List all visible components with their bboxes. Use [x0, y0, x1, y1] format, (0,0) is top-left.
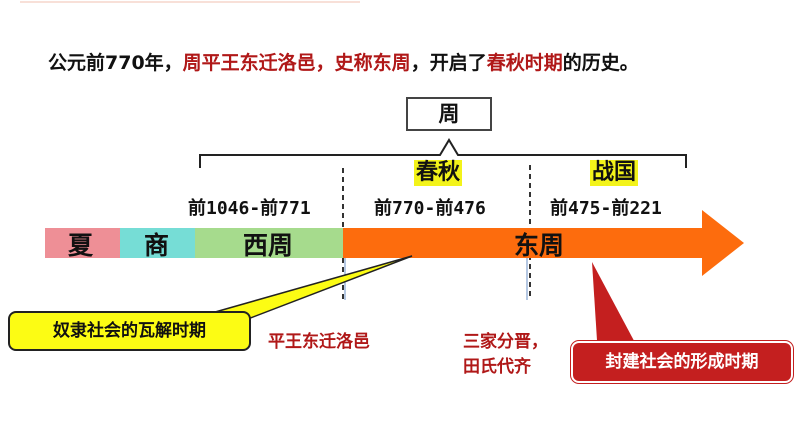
date-xizhou: 前1046-前771	[188, 198, 311, 219]
segment-shang-bar	[120, 228, 195, 258]
headline-part-4: 春秋时期	[486, 52, 563, 74]
date-zhanguo: 前475-前221	[550, 198, 662, 219]
caption-pingwang: 平王东迁洛邑	[268, 332, 370, 352]
segment-xizhou-label: 西周	[243, 231, 294, 260]
date-chunqiu: 前770-前476	[374, 198, 486, 219]
callout-feudal-society: 封建社会的形成时期	[571, 341, 793, 383]
segment-shang-label: 商	[144, 231, 170, 260]
segment-xia-label: 夏	[68, 231, 94, 260]
headline-part-2: 周平王东迁洛邑，史称东周	[182, 52, 411, 74]
red-callout-pointer	[592, 262, 640, 356]
segment-dongzhou-label: 东周	[514, 231, 565, 260]
zhou-brace	[199, 138, 687, 168]
headline-part-3: ，开启了	[410, 52, 487, 74]
caption-sanjia-line-1: 三家分晋，	[463, 332, 548, 352]
headline-part-5: 的历史。	[562, 52, 639, 74]
segment-xizhou-bar	[195, 228, 343, 258]
headline: 公元前770年，周平王东迁洛邑，史称东周，开启了春秋时期的历史。	[48, 48, 639, 75]
period-chunqiu-label: 春秋	[414, 160, 463, 186]
callout-slave-society: 奴隶社会的瓦解时期	[8, 311, 251, 351]
segment-dongzhou-arrow	[343, 210, 744, 276]
zhou-label-box: 周	[406, 97, 492, 131]
segment-xia-bar	[45, 228, 120, 258]
period-zhanguo-label: 战国	[590, 160, 639, 186]
caption-sanjia-line-2: 田氏代齐	[463, 357, 531, 377]
top-accent-line	[20, 1, 360, 3]
headline-part-1: 公元前770年，	[48, 52, 183, 74]
